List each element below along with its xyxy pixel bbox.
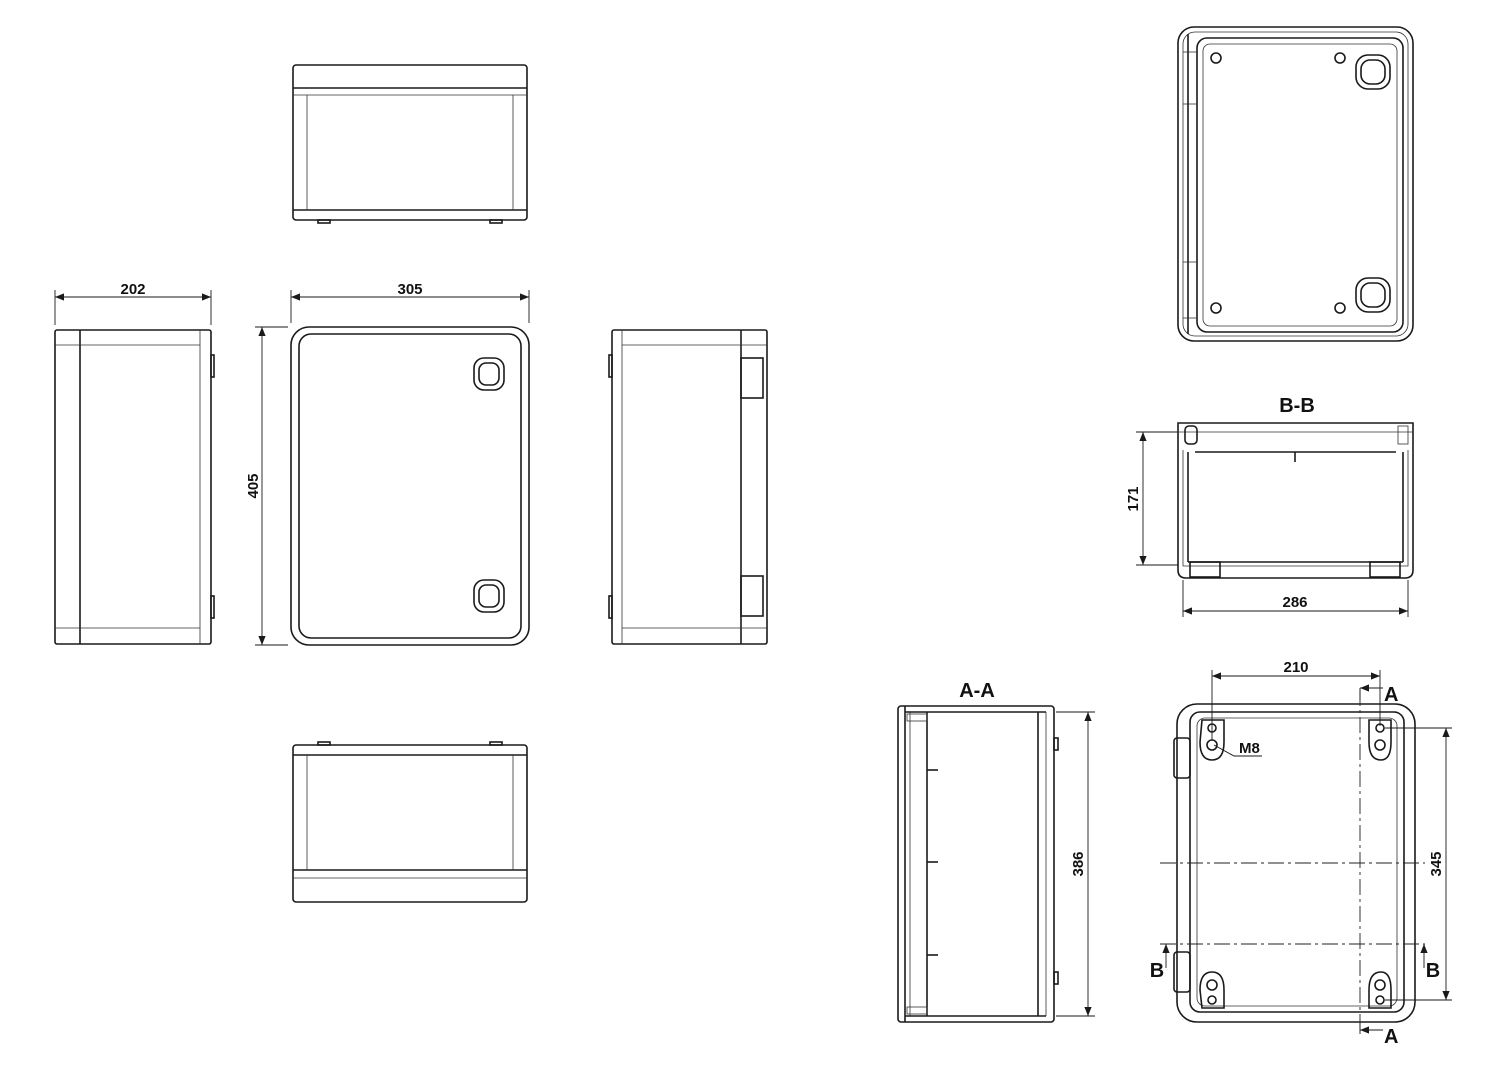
dimension-202: 202: [54, 281, 212, 325]
dimension-405-label: 405: [245, 473, 262, 498]
dimension-210: 210: [1211, 659, 1381, 740]
dimension-345: 345: [1385, 727, 1452, 1001]
thread-callout-label: M8: [1239, 740, 1260, 757]
section-marker-a-top-label: A: [1384, 684, 1398, 706]
dimension-405: 405: [245, 326, 288, 646]
thread-callout-m8: M8: [1213, 740, 1262, 757]
section-marker-b-right-label: B: [1426, 960, 1440, 982]
interior-view: [1177, 26, 1414, 342]
top-view: [292, 64, 528, 224]
front-view: [290, 326, 530, 646]
bottom-view: [292, 741, 528, 903]
dimension-386: 386: [1056, 711, 1095, 1017]
section-b-b-title: B-B: [1279, 395, 1315, 417]
section-marker-a-top: A: [1359, 684, 1398, 706]
dimension-171: 171: [1125, 431, 1178, 566]
section-marker-b-left: B: [1150, 944, 1170, 982]
mounting-view: [1160, 690, 1425, 1030]
section-b-b: B-B: [1177, 395, 1414, 579]
section-a-a: A-A: [897, 680, 1059, 1023]
right-side-view: [608, 329, 768, 645]
dimension-305-label: 305: [397, 281, 422, 298]
dimension-286: 286: [1182, 580, 1409, 617]
dimension-286-label: 286: [1282, 594, 1307, 611]
dimension-171-label: 171: [1125, 486, 1142, 511]
section-a-a-title: A-A: [959, 680, 995, 702]
section-marker-b-left-label: B: [1150, 960, 1164, 982]
dimension-345-label: 345: [1428, 851, 1445, 876]
dimension-202-label: 202: [120, 281, 145, 298]
left-side-view: [54, 329, 215, 645]
dimension-305: 305: [290, 281, 530, 323]
dimension-210-label: 210: [1283, 659, 1308, 676]
section-marker-b-right: B: [1420, 944, 1440, 982]
section-marker-a-bottom: A: [1359, 1022, 1398, 1048]
section-marker-a-bottom-label: A: [1384, 1026, 1398, 1048]
dimension-386-label: 386: [1070, 851, 1087, 876]
